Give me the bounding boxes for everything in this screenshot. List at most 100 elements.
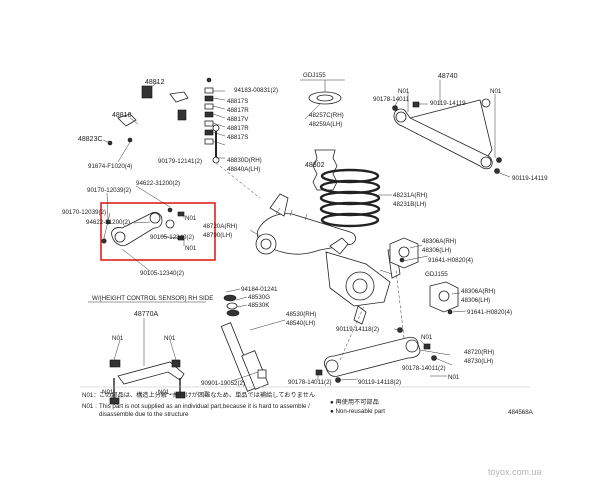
stabilizer-link[interactable] [212, 124, 220, 164]
shock-absorber[interactable] [220, 322, 269, 392]
label-gdj155: GDJ155 [303, 72, 326, 79]
leader-lines-stabilizer [102, 81, 261, 199]
callout-48530[interactable]: 48530(RH) [286, 311, 316, 318]
label-n01: N01 [490, 88, 502, 95]
diagram-number: 484568A [508, 409, 534, 416]
shock-mount-parts[interactable] [223, 294, 240, 317]
lower-link-48720A[interactable] [111, 212, 175, 246]
callout-48730[interactable]: 48730(LH) [464, 358, 493, 365]
callout-48231A[interactable]: 48231A(RH) [393, 192, 427, 199]
callout-48530G[interactable]: 48530G [248, 294, 270, 301]
coil-spring[interactable] [319, 168, 381, 228]
leader-lines-shock [225, 288, 286, 382]
callout-48830[interactable]: 48830D(RH) [227, 157, 262, 164]
callout-48812[interactable]: 48812 [145, 79, 165, 86]
leader-lines-lower-link [103, 185, 185, 272]
callout-48259A[interactable]: 48259A(LH) [309, 121, 342, 128]
callout-48540[interactable]: 48540(LH) [286, 320, 315, 327]
label-n01: N01 [185, 215, 197, 222]
callout-48817R[interactable]: 48817R [227, 107, 249, 114]
callout-48823C[interactable]: 48823C [78, 136, 103, 143]
callout-90178[interactable]: 90178-14011(2) [402, 365, 446, 372]
callout-48302[interactable]: 48302 [305, 162, 325, 169]
leader-lines-bushing [402, 244, 467, 313]
callout-90178[interactable]: 90178-14011(2) [288, 379, 332, 386]
label-n01: N01 [112, 335, 124, 342]
callout-94183[interactable]: 94183-00831(2) [234, 87, 278, 94]
stabilizer-bracket[interactable] [117, 91, 189, 127]
callout-90119[interactable]: 90119-14118(2) [336, 326, 379, 333]
rear-axle-housing[interactable] [249, 193, 401, 325]
callout-90105[interactable]: 90105-12340(2) [150, 234, 194, 241]
lateral-bushing-48306-gdj155[interactable] [429, 281, 459, 315]
callout-48740[interactable]: 48740 [438, 73, 458, 80]
spring-upper-insulator[interactable] [308, 91, 342, 105]
callout-48306[interactable]: 48306(LH) [461, 297, 490, 304]
stabilizer-bushing[interactable] [141, 85, 153, 99]
callout-91641[interactable]: 91641-H0820(4) [428, 257, 473, 264]
callout-48817V[interactable]: 48817V [227, 116, 249, 123]
highlight-box [100, 202, 216, 261]
callout-48306[interactable]: 48306(LH) [422, 247, 451, 254]
label-n01: N01 [158, 389, 170, 396]
callout-94184[interactable]: 94184-01241 [241, 286, 278, 293]
callout-48840[interactable]: 48840A(LH) [227, 166, 260, 173]
footnote-n01-prefix: N01 : [82, 403, 97, 410]
footnote-n01-english-line1: This part is not supplied as an individu… [99, 403, 310, 410]
callout-48720[interactable]: 48720(RH) [464, 349, 494, 356]
callout-48231B[interactable]: 48231B(LH) [393, 201, 426, 208]
legend-non-reusable-japanese: ● 再使用不可部品 [330, 398, 379, 406]
callout-48817S[interactable]: 48817S [227, 134, 248, 141]
callout-90119[interactable]: 90119-14118(2) [358, 379, 401, 386]
label-n01: N01 [102, 389, 114, 396]
label-n01: N01 [398, 88, 410, 95]
callout-48817S[interactable]: 48817S [227, 98, 248, 105]
callout-90119[interactable]: 90119-14119 [512, 175, 548, 182]
stabilizer-bar[interactable] [68, 72, 215, 131]
label-n01: N01 [448, 374, 460, 381]
label-n01: N01 [421, 334, 433, 341]
callout-91641[interactable]: 91641-H0820(4) [467, 309, 512, 316]
lower-link-hardware[interactable] [101, 207, 185, 244]
upper-arm-hardware[interactable] [392, 101, 502, 174]
callout-90119[interactable]: 90119-14119 [430, 100, 466, 107]
callout-94622[interactable]: 94622-31200(2) [86, 219, 130, 226]
footnote-n01-japanese: この部品は、構造上分解・組付けが困難なため、単品では補給しておりません [99, 391, 315, 399]
footnote-n01-english-line2: disassemble due to the structure [99, 411, 189, 418]
leader-lines-sensor [109, 318, 177, 399]
lower-arm-hardware[interactable] [315, 327, 437, 383]
callout-90179[interactable]: 90179-12141(2) [158, 158, 202, 165]
bushing-stack[interactable] [204, 87, 214, 145]
callout-48770A[interactable]: 48770A [134, 311, 158, 318]
callout-48818[interactable]: 48818 [112, 112, 132, 119]
callout-48257C[interactable]: 48257C(RH) [309, 112, 344, 119]
lateral-bushing-48306[interactable] [389, 237, 419, 269]
callout-90901[interactable]: 90901-19052(2) [201, 380, 245, 387]
callout-90105[interactable]: 90105-12340(2) [140, 270, 184, 277]
label-height-control-sensor: W/(HEIGHT CONTROL SENSOR) RH SIDE [92, 295, 213, 302]
callout-91674[interactable]: 91674-F1020(4) [88, 163, 132, 170]
label-n01: N01 [164, 335, 176, 342]
nut-icon [206, 77, 212, 83]
callout-48790[interactable]: 48790(LH) [203, 232, 232, 239]
callout-90170[interactable]: 90170-12039(2) [62, 209, 106, 216]
legend-non-reusable-english: ● Non-reusable part [330, 408, 385, 415]
callout-48817R[interactable]: 48817R [227, 125, 249, 132]
callout-48306A[interactable]: 48306A(RH) [422, 238, 456, 245]
callout-48306A[interactable]: 48306A(RH) [461, 288, 495, 295]
stabilizer-bushing[interactable] [177, 109, 187, 121]
leader-lines-upper-arm [393, 80, 511, 178]
callout-48720A[interactable]: 48720A(RH) [203, 223, 237, 230]
label-gdj155: GDJ155 [425, 271, 448, 278]
leader-lines-spring [300, 79, 392, 196]
callout-94622[interactable]: 94622-31200(2) [136, 180, 180, 187]
upper-control-arm-48740[interactable] [393, 98, 493, 170]
callout-48530K[interactable]: 48530K [248, 302, 270, 309]
leader-lines-lower-arm [317, 269, 453, 381]
lower-control-arm-48720[interactable] [324, 336, 421, 377]
label-n01: N01 [185, 245, 197, 252]
callout-90170[interactable]: 90170-12039(2) [87, 187, 131, 194]
footnote-n01-label: N01： [82, 392, 100, 399]
callout-90178[interactable]: 90178-14011 [373, 96, 410, 103]
